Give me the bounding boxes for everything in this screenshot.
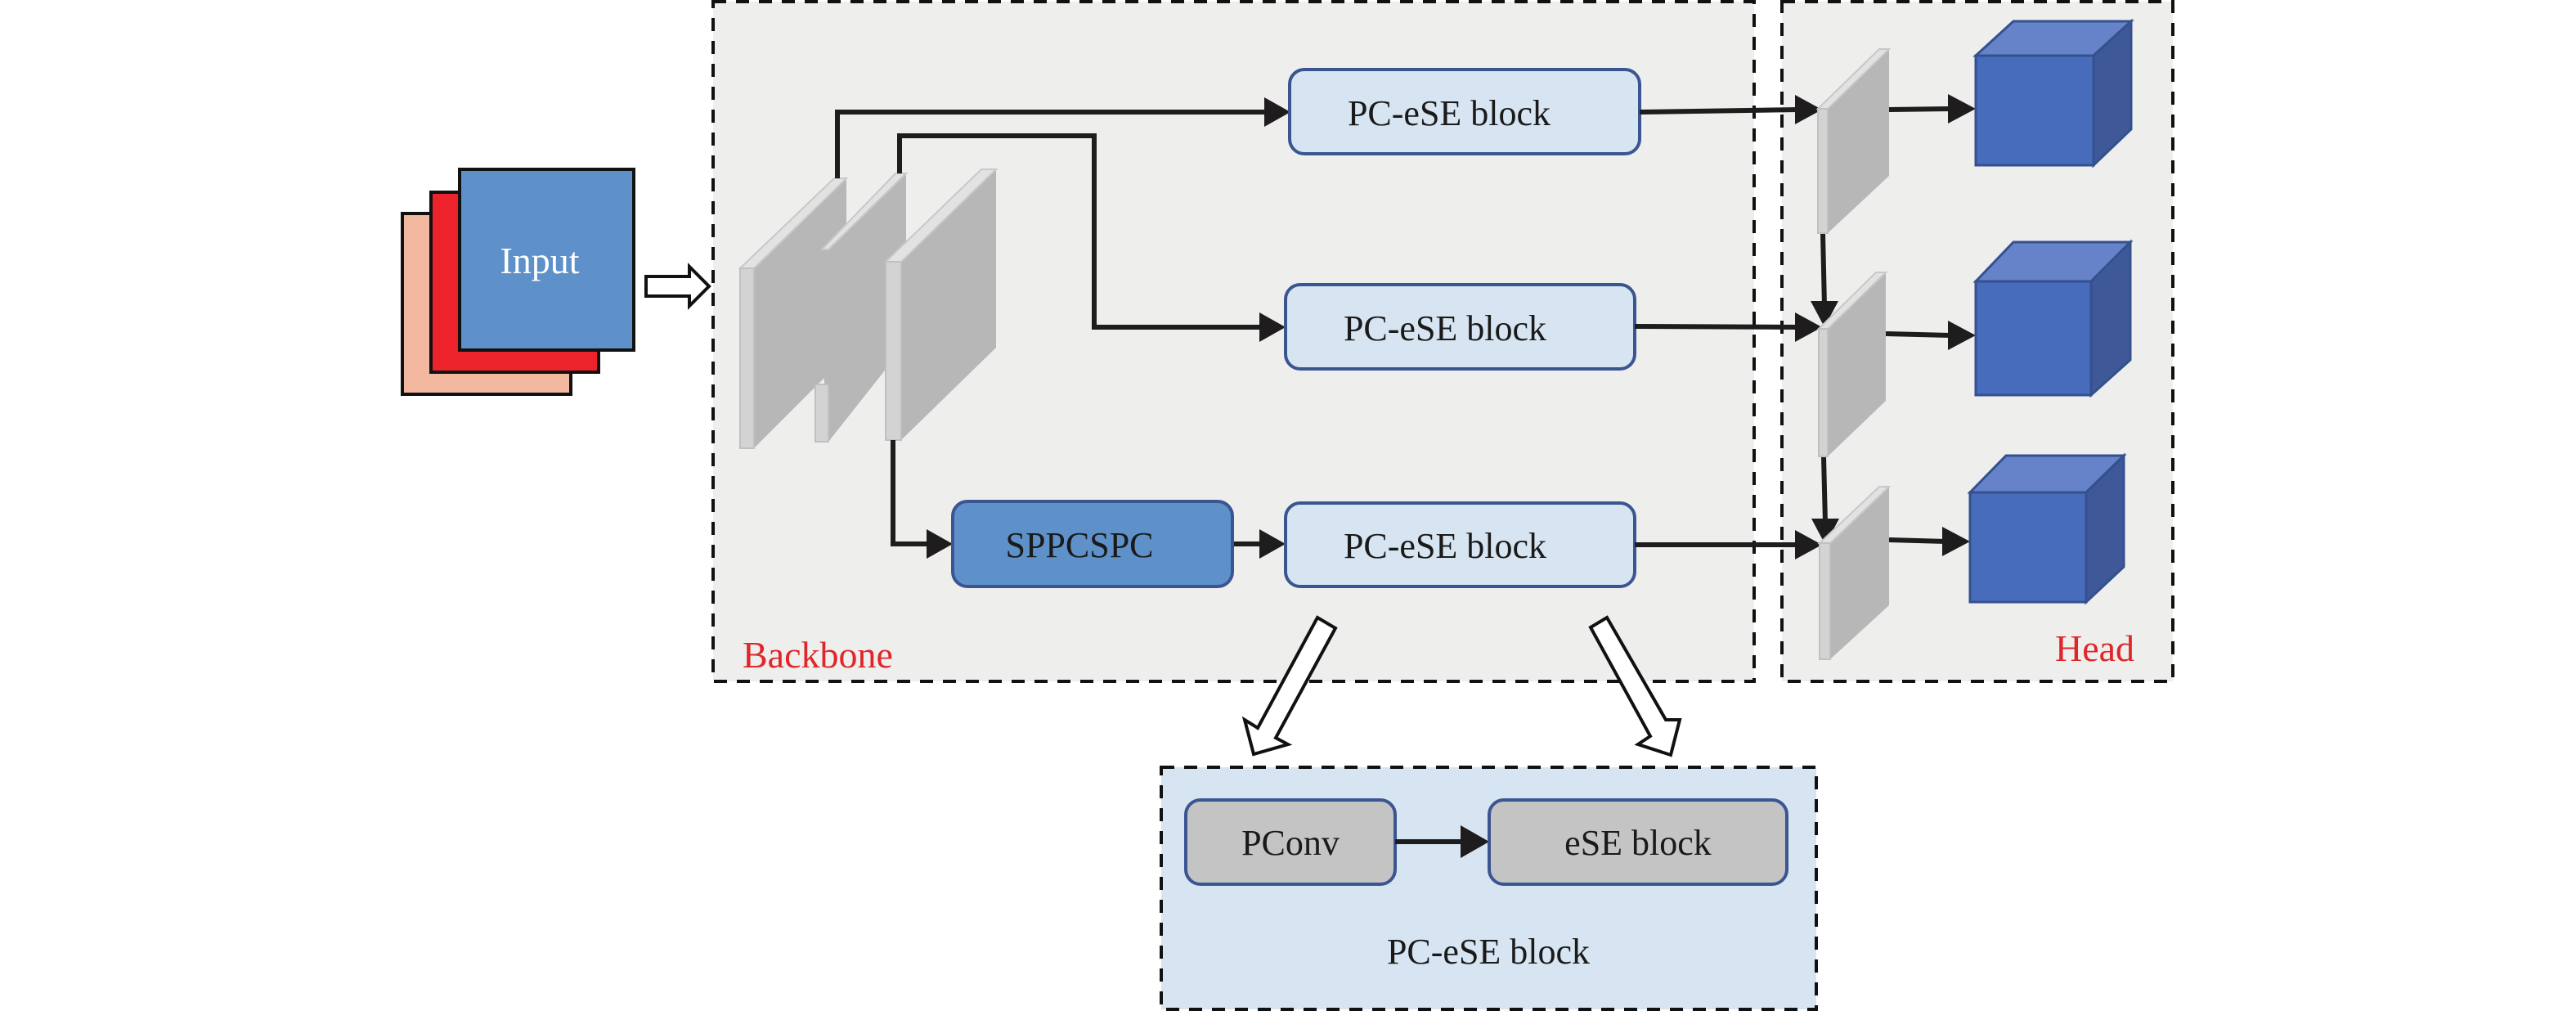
input-stack: Input (401, 168, 635, 396)
output-cube-1 (1972, 18, 2134, 168)
pcese-block-middle: PC-eSE block (1284, 283, 1636, 371)
backbone-label: Backbone (743, 634, 893, 676)
output-cube-3 (1967, 452, 2127, 605)
sppcspc-block: SPPCSPC (951, 500, 1234, 588)
arrowhead-icon (1259, 312, 1286, 342)
input-layer-front (458, 168, 635, 352)
connector-to-middle-block (897, 133, 1268, 330)
pcese-block-top: PC-eSE block (1288, 68, 1641, 155)
feature-map-2 (815, 173, 909, 443)
connector-to-top-block (835, 110, 1272, 178)
backbone-feature-maps (738, 168, 999, 449)
pcese-block-bottom: PC-eSE block (1284, 501, 1636, 588)
arrowhead-icon (927, 529, 953, 559)
ese-label: eSE block (1564, 823, 1712, 863)
head-feature-maps (1815, 48, 1892, 660)
head-feature-map-3 (1817, 486, 1892, 660)
input-label: Input (500, 240, 579, 281)
pcese-block-middle-label: PC-eSE block (1344, 308, 1546, 348)
head-feature-map-1 (1815, 48, 1892, 234)
arrowhead-icon (1461, 825, 1489, 858)
pcese-detail-title: PC-eSE block (1387, 932, 1590, 972)
backbone-connectors (835, 110, 1272, 546)
arrowhead-icon (1264, 97, 1290, 127)
arrowhead-icon (1259, 529, 1286, 559)
head-feature-map-2 (1816, 272, 1888, 457)
pconv-label: PConv (1241, 823, 1340, 863)
feature-map-3 (883, 168, 999, 441)
head-output-cubes (1967, 18, 2134, 605)
sppcspc-label: SPPCSPC (1005, 525, 1153, 565)
pcese-block-top-label: PC-eSE block (1348, 93, 1551, 133)
pcese-block-bottom-label: PC-eSE block (1344, 526, 1546, 566)
pconv-block: PConv (1184, 798, 1397, 886)
head-arrowheads (1795, 94, 1976, 559)
connector-to-sppcspc (891, 440, 934, 546)
expand-arrow-right-icon (1588, 615, 1682, 757)
head-connectors (1634, 106, 1951, 547)
ese-block: eSE block (1488, 798, 1788, 886)
expand-arrow-left-icon (1241, 615, 1338, 757)
head-label: Head (2055, 627, 2134, 669)
output-cube-2 (1972, 239, 2134, 398)
backbone-arrowheads (927, 97, 1290, 559)
input-arrow-icon (644, 263, 711, 310)
